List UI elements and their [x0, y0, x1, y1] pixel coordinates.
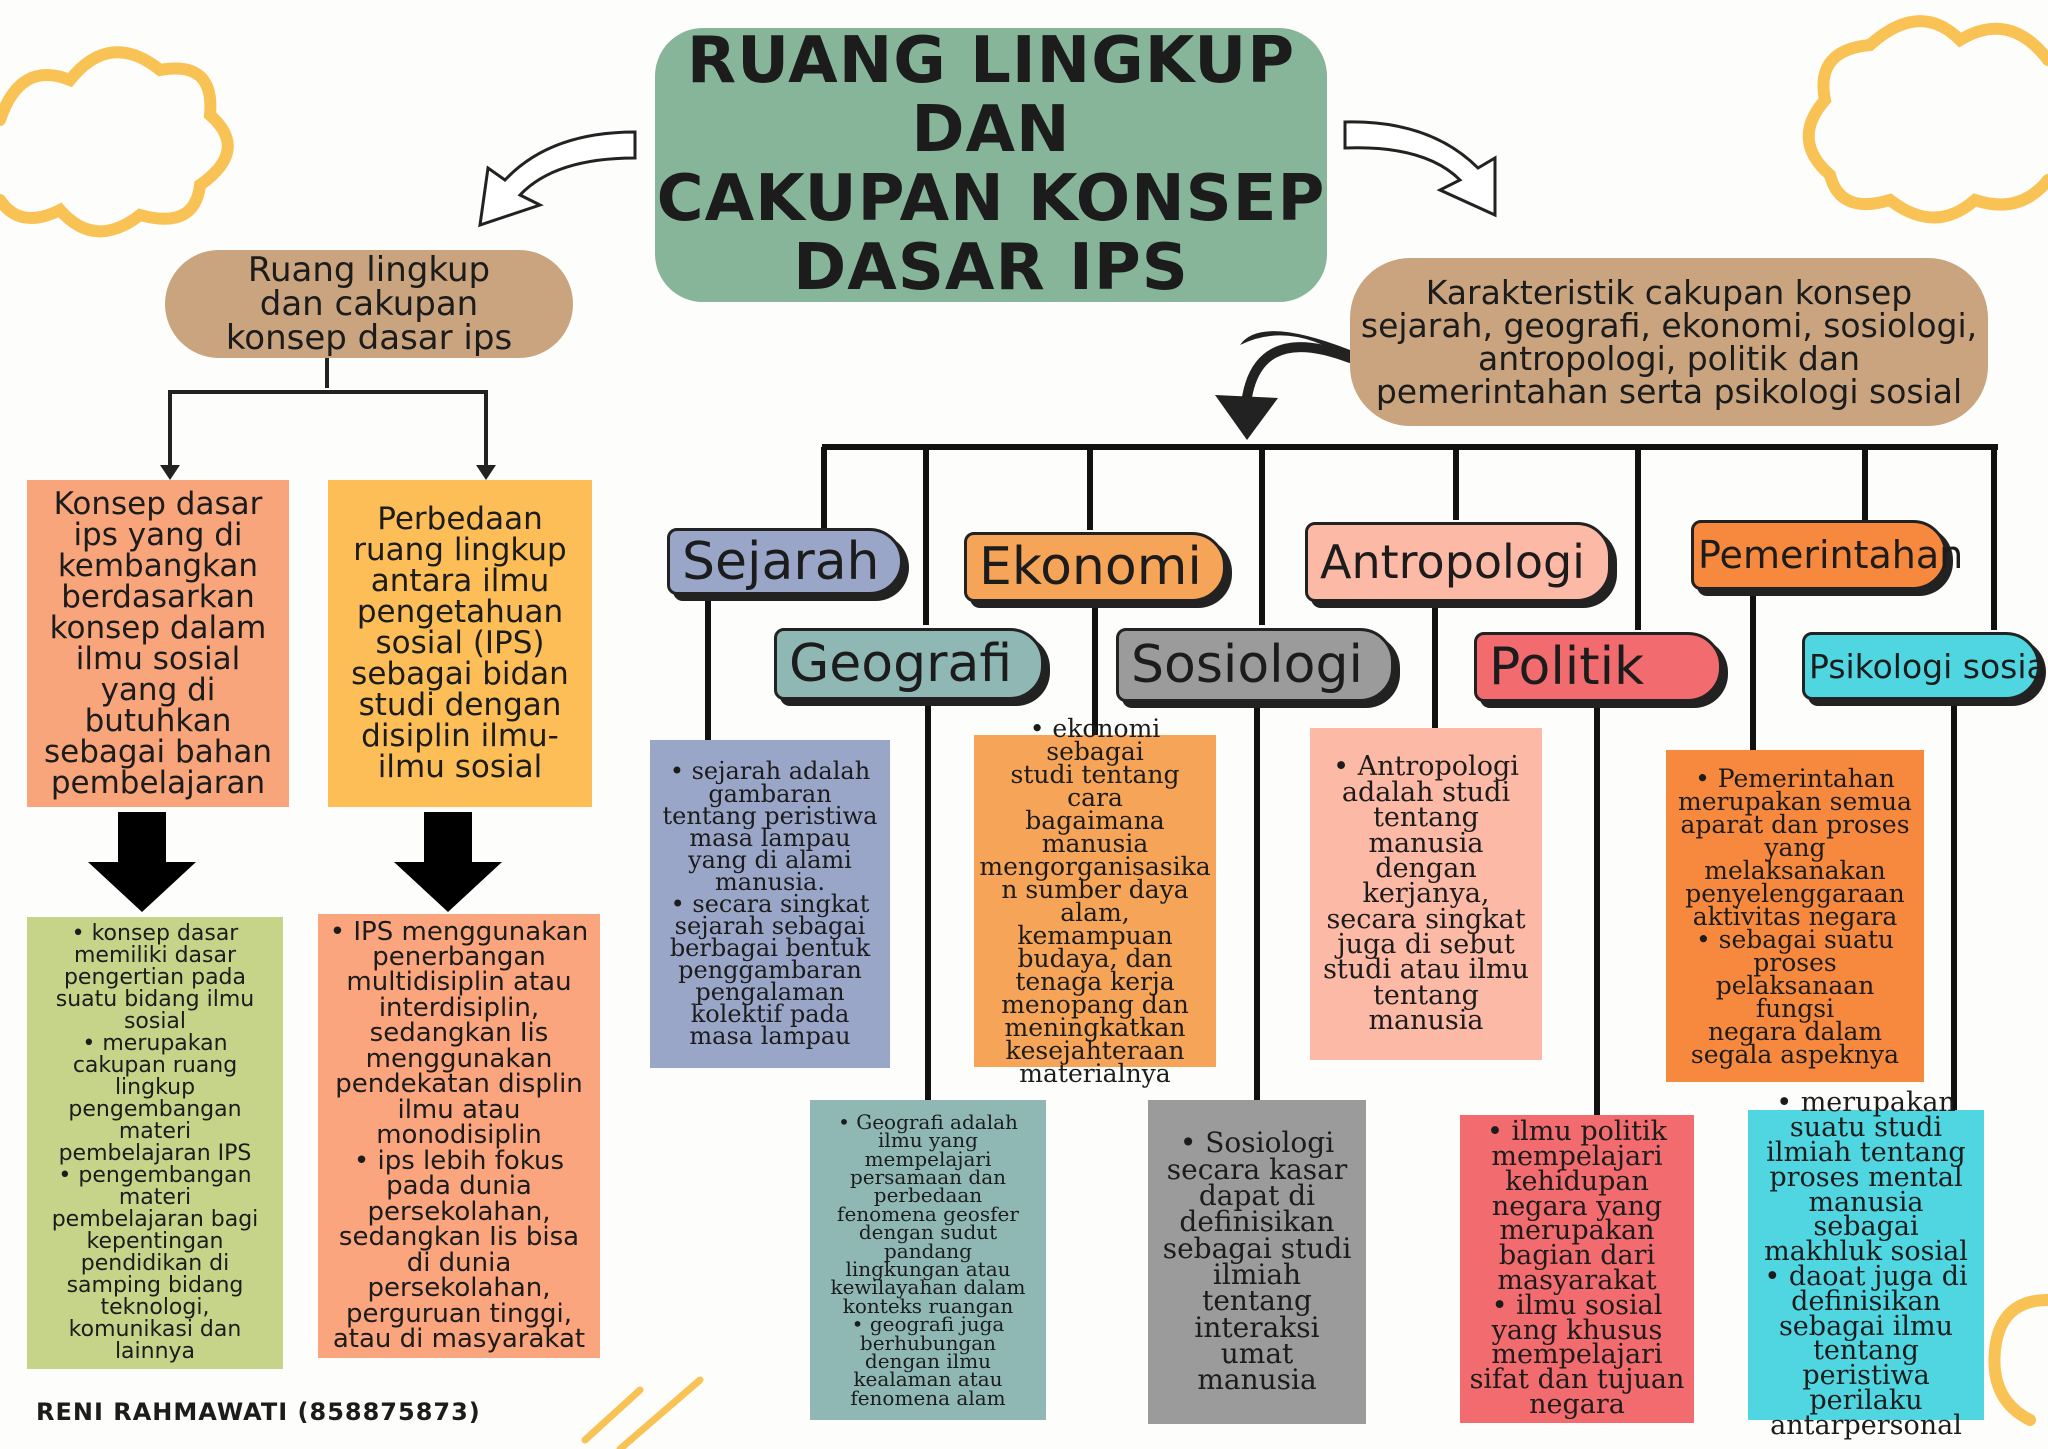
tag-pemerintahan-label: Pemerintahan: [1698, 533, 1964, 577]
antropologi-desc-box: • Antropologi adalah studi tentang manus…: [1310, 728, 1542, 1060]
sparkle-lines: [581, 1376, 704, 1449]
tag-geografi: Geografi: [774, 628, 1044, 700]
curved-arrow-icon: [478, 120, 1497, 228]
tag-sejarah: Sejarah: [667, 528, 903, 595]
tag-ekonomi: Ekonomi: [964, 532, 1226, 602]
tag-sejarah-label: Sejarah: [682, 531, 880, 592]
cloud-icon: [1988, 1294, 2048, 1426]
down-arrow-icon: [88, 812, 196, 912]
right-heading-pill: Karakteristik cakupan konsep sejarah, ge…: [1350, 258, 1988, 426]
psikologi-desc-box: • merupakan suatu studi ilmiah tentang p…: [1748, 1089, 1984, 1439]
konsep-detail-box: • konsep dasar memiliki dasar pengertian…: [27, 917, 283, 1369]
tag-antropologi-label: Antropologi: [1320, 535, 1585, 589]
sosiologi-desc-box: • Sosiologi secara kasar dapat di defini…: [1148, 1100, 1366, 1424]
main-title-box: RUANG LINGKUP DAN CAKUPAN KONSEP DASAR I…: [655, 23, 1327, 306]
sejarah-desc-box: • sejarah adalah gambaran tentang perist…: [650, 740, 890, 1068]
geografi-desc-box: • Geografi adalah ilmu yang mempelajari …: [810, 1100, 1046, 1420]
page-title: RUANG LINGKUP DAN CAKUPAN KONSEP DASAR I…: [656, 23, 1326, 306]
cloud-icon: [0, 46, 234, 238]
perbedaan-box: Perbedaan ruang lingkup antara ilmu peng…: [328, 480, 592, 807]
tag-sosiologi-label: Sosiologi: [1131, 635, 1363, 695]
tag-sosiologi: Sosiologi: [1116, 628, 1394, 702]
perbedaan-detail-box: • IPS menggunakan penerbangan multidisip…: [318, 914, 600, 1358]
tag-politik: Politik: [1474, 632, 1722, 702]
cloud-icon: [1802, 15, 2048, 224]
tag-geografi-label: Geografi: [789, 634, 1013, 694]
curved-arrow-icon: [1215, 331, 1355, 440]
konsep-dasar-box: Konsep dasar ips yang di kembangkan berd…: [27, 480, 289, 807]
ekonomi-desc-box: • ekonomi sebagai studi tentang cara bag…: [974, 716, 1216, 1086]
tag-psikologi-sosial-label: Psikologi sosial: [1809, 646, 2048, 686]
politik-desc-box: • ilmu politik mempelajari kehidupan neg…: [1460, 1115, 1694, 1423]
tag-psikologi-sosial: Psikologi sosial: [1802, 632, 2048, 700]
tag-antropologi: Antropologi: [1305, 522, 1611, 602]
down-arrow-icon: [394, 812, 502, 912]
author-credit: RENI RAHMAWATI (858875873): [36, 1398, 481, 1426]
tag-politik-label: Politik: [1489, 637, 1645, 697]
left-heading-pill: Ruang lingkup dan cakupan konsep dasar i…: [165, 250, 573, 358]
tag-ekonomi-label: Ekonomi: [979, 537, 1202, 597]
pemerintahan-desc-box: • Pemerintahan merupakan semua aparat da…: [1666, 750, 1924, 1082]
tag-pemerintahan: Pemerintahan: [1691, 520, 1963, 590]
